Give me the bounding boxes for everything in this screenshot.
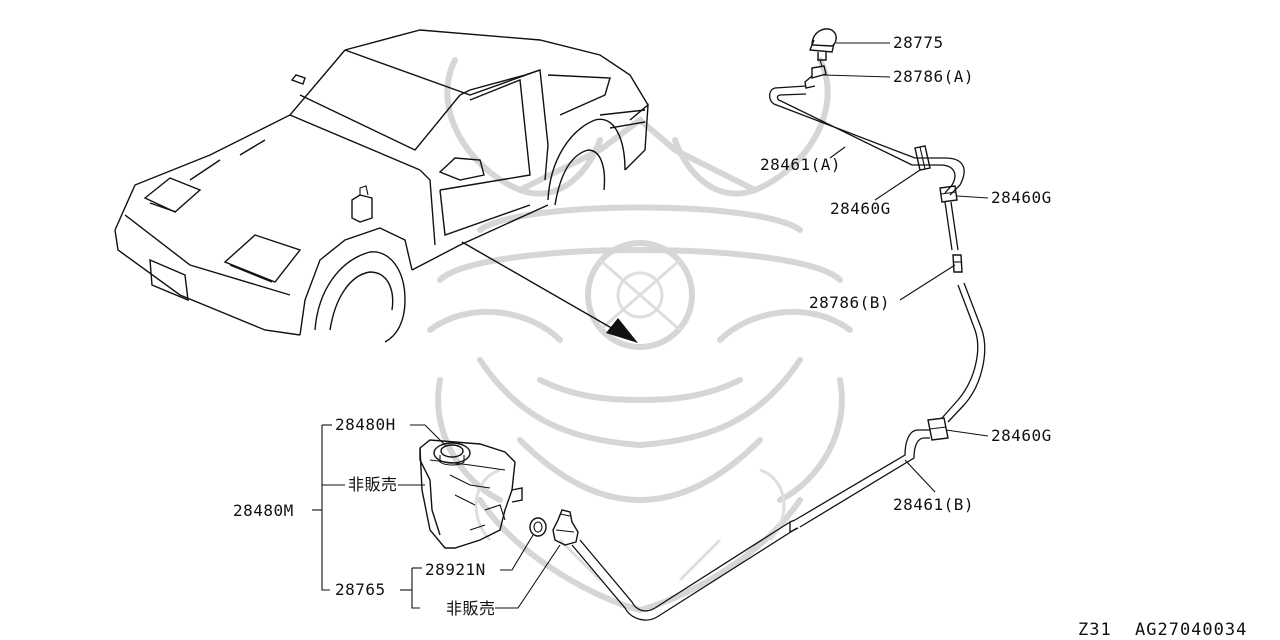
label-28480h[interactable]: 28480H xyxy=(335,415,396,434)
label-28786a[interactable]: 28786(A) xyxy=(893,67,975,86)
washer-pump-part[interactable] xyxy=(552,509,579,546)
label-28480m[interactable]: 28480M xyxy=(233,501,294,520)
diagram-code: AG27040034 xyxy=(1135,620,1248,640)
label-28775[interactable]: 28775 xyxy=(893,33,944,52)
grommet-part[interactable] xyxy=(529,517,547,537)
label-28921n[interactable]: 28921N xyxy=(425,560,486,579)
label-not-for-sale-1: 非販売 xyxy=(348,475,398,494)
washer-hose-b[interactable] xyxy=(571,429,930,621)
hose-connector-b-part[interactable] xyxy=(952,254,963,273)
label-28786b[interactable]: 28786(B) xyxy=(809,293,891,312)
washer-hose-a[interactable] xyxy=(768,85,965,196)
washer-nozzle-part[interactable] xyxy=(809,28,837,67)
label-28460g-2[interactable]: 28460G xyxy=(991,188,1052,207)
watermark-emblem xyxy=(427,57,853,614)
washer-hose-vertical xyxy=(944,201,959,251)
washer-hose-lower xyxy=(941,282,986,423)
hose-joint-3[interactable] xyxy=(927,417,949,441)
car-body-illustration xyxy=(114,29,649,343)
location-arrow xyxy=(461,241,638,343)
label-28461a[interactable]: 28461(A) xyxy=(760,155,842,174)
hose-joint-1[interactable] xyxy=(939,185,958,203)
label-not-for-sale-2: 非販売 xyxy=(446,599,496,618)
label-28461b[interactable]: 28461(B) xyxy=(893,495,975,514)
tank-cap-part[interactable] xyxy=(433,442,471,466)
model-code: Z31 xyxy=(1078,620,1112,640)
hose-connector-a-part[interactable] xyxy=(804,65,827,89)
label-28460g-1[interactable]: 28460G xyxy=(830,199,891,218)
label-28460g-3[interactable]: 28460G xyxy=(991,426,1052,445)
leader-lines xyxy=(312,42,989,609)
label-28765[interactable]: 28765 xyxy=(335,580,386,599)
